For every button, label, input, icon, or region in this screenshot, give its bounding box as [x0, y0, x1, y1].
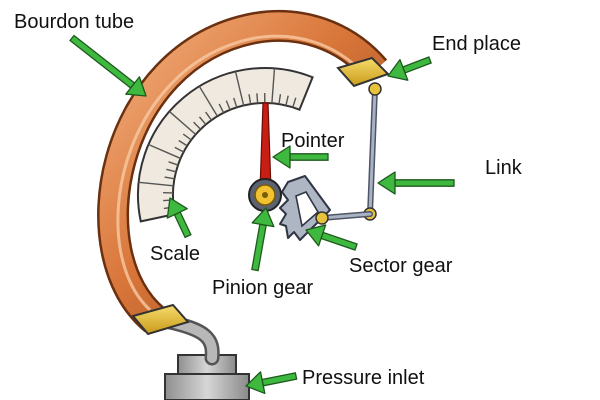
scale-minor-tick: [256, 93, 259, 104]
green-arrow-icon: [272, 145, 291, 169]
label-scale: Scale: [150, 243, 200, 265]
scale-minor-tick: [233, 97, 238, 108]
scale-minor-tick: [193, 121, 202, 130]
green-arrow-icon: [251, 207, 275, 228]
scale-major-tick: [138, 181, 174, 187]
label-pressure-inlet: Pressure inlet: [302, 367, 425, 389]
arrow-shaft: [289, 153, 329, 161]
scale-minor-tick: [166, 168, 177, 173]
scale-major-tick: [234, 71, 245, 106]
green-arrow-icon: [166, 197, 188, 219]
callout-arrows: [69, 34, 455, 395]
label-sector-gear: Sector gear: [349, 255, 453, 277]
arrow-shaft: [394, 179, 455, 187]
arrow-bourdon-tube: [69, 34, 147, 97]
pointer: [259, 102, 272, 191]
arrow-shaft: [261, 372, 298, 387]
bourdon-tube: [97, 9, 388, 333]
arrow-pressure-inlet: [245, 371, 298, 395]
green-arrow-icon: [125, 76, 147, 97]
arrow-link: [377, 171, 455, 195]
scale-minor-tick: [285, 95, 289, 106]
scale-minor-tick: [218, 103, 225, 114]
green-arrow-icon: [245, 371, 266, 395]
arrow-scale: [166, 197, 192, 239]
arrow-pointer: [272, 145, 329, 169]
pinion-gear: [248, 178, 282, 212]
green-arrow-icon: [305, 224, 327, 247]
label-pointer: Pointer: [281, 130, 345, 152]
scale-minor-tick: [225, 100, 231, 111]
label-bourdon-tube: Bourdon tube: [14, 11, 134, 33]
scale-minor-tick: [182, 133, 192, 141]
scale-minor-tick: [278, 94, 282, 105]
label-link: Link: [485, 157, 523, 179]
green-arrow-icon: [377, 171, 396, 195]
label-pinion-gear: Pinion gear: [212, 277, 314, 299]
scale-major-tick: [168, 110, 197, 135]
arrow-shaft: [69, 34, 136, 89]
scale-minor-tick: [248, 94, 252, 105]
scale-major-tick: [148, 143, 181, 160]
pressure-inlet: [162, 314, 250, 400]
tube-end-blocks: [131, 56, 390, 336]
label-end-place: End place: [432, 33, 521, 55]
arrow-shaft: [173, 211, 192, 239]
scale-major-tick: [271, 68, 276, 104]
arrow-shaft: [320, 231, 358, 251]
arrow-shaft: [251, 223, 267, 272]
arrow-end-place: [387, 56, 432, 81]
arrow-sector-gear: [305, 224, 358, 251]
scale-minor-tick: [205, 111, 213, 121]
sector-gear: [279, 175, 331, 241]
arrow-pinion-gear: [251, 207, 275, 272]
scale-minor-tick: [198, 116, 207, 125]
scale-minor-tick: [292, 97, 297, 108]
green-arrow-icon: [387, 59, 409, 81]
scale-minor-tick: [178, 139, 188, 147]
scale-minor-tick: [168, 161, 179, 166]
scale-minor-tick: [164, 176, 175, 180]
link-rod: [319, 82, 382, 221]
scale-major-tick: [198, 85, 219, 117]
arrow-shaft: [401, 56, 432, 74]
scale-minor-tick: [174, 146, 184, 153]
